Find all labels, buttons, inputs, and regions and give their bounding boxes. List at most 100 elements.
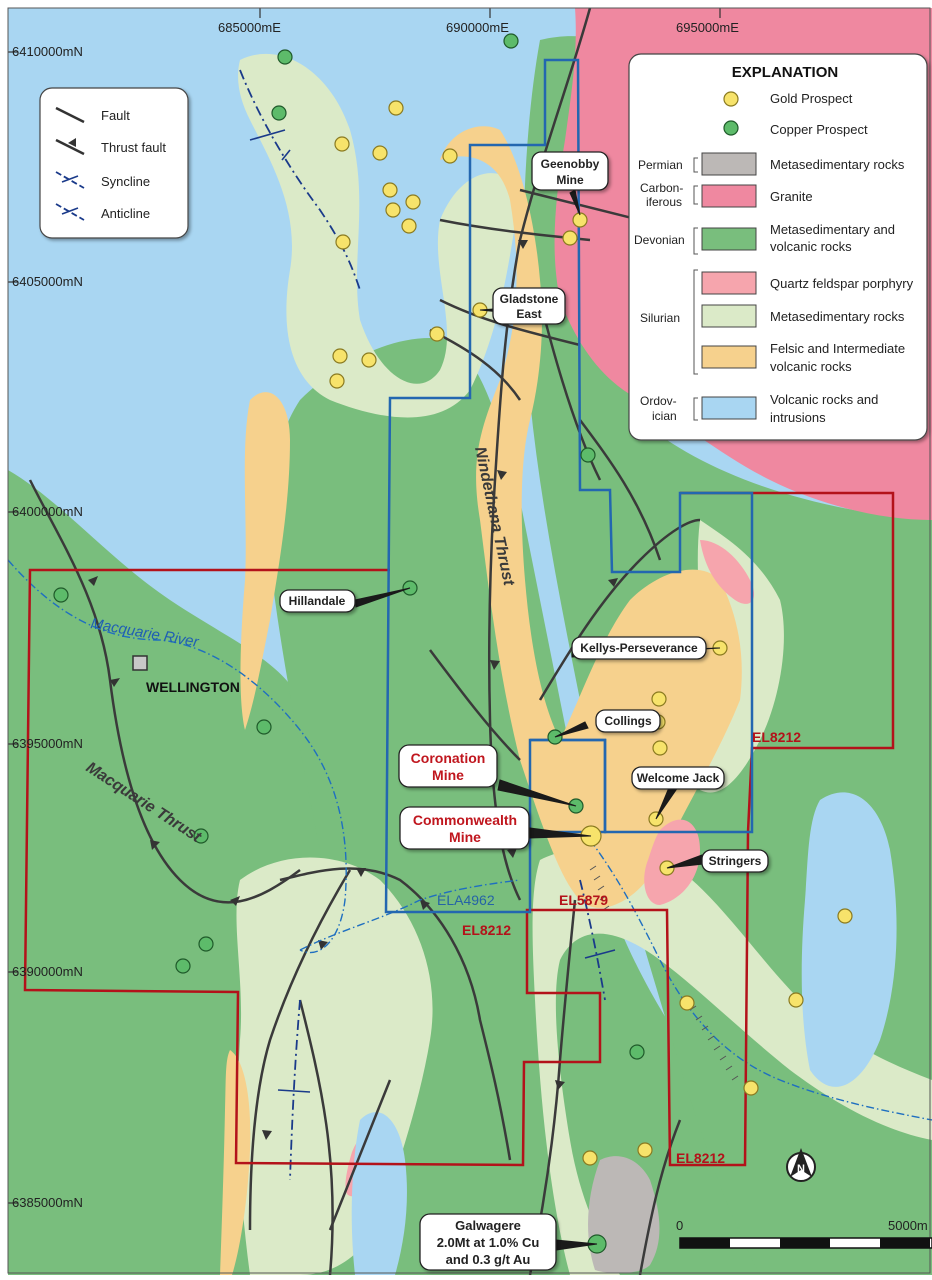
gold-prospect-marker[interactable] xyxy=(562,230,578,246)
callout-hillandale[interactable] xyxy=(279,589,356,613)
town-marker[interactable] xyxy=(132,655,148,671)
gold-prospect-marker[interactable] xyxy=(401,218,417,234)
legend-swatch xyxy=(701,345,757,369)
gold-prospect-marker[interactable] xyxy=(385,202,401,218)
fault-symbol-icon xyxy=(55,106,85,124)
copper-prospect-marker[interactable] xyxy=(503,33,519,49)
gold-prospect-marker[interactable] xyxy=(361,352,377,368)
callout-coronation[interactable] xyxy=(398,744,498,788)
silurian-meta-northwest xyxy=(238,53,520,418)
northing-label: 6400000mN xyxy=(12,504,83,519)
gold-prospect-marker[interactable] xyxy=(335,234,351,250)
northing-label: 6385000mN xyxy=(12,1195,83,1210)
era-brackets xyxy=(693,157,698,421)
gold-prospect-marker[interactable] xyxy=(442,148,458,164)
gold-prospect-marker[interactable] xyxy=(743,1080,759,1096)
gold-prospect-marker[interactable] xyxy=(405,194,421,210)
copper-prospect-marker[interactable] xyxy=(580,447,596,463)
gold-prospect-marker[interactable] xyxy=(637,1142,653,1158)
legend-label: intrusions xyxy=(770,410,826,425)
easting-label: 695000mE xyxy=(676,20,739,35)
callout-label: Mine xyxy=(432,767,464,783)
gold-prospect-marker[interactable] xyxy=(572,212,588,228)
copper-prospect-marker[interactable] xyxy=(629,1044,645,1060)
gold-prospect-marker[interactable] xyxy=(382,182,398,198)
gold-prospect-marker[interactable] xyxy=(372,145,388,161)
ordovician-south-lens xyxy=(351,1112,407,1275)
callout-kellys[interactable] xyxy=(571,636,707,660)
tenement-label: ELA4962 xyxy=(437,892,495,908)
callout-label: East xyxy=(516,307,541,321)
porphyry-body-1 xyxy=(644,819,700,905)
legend-label: Copper Prospect xyxy=(770,122,868,137)
gold-prospect-marker[interactable] xyxy=(788,992,804,1008)
callout-geenobby[interactable] xyxy=(531,151,609,191)
map-frame xyxy=(7,7,931,1274)
legend-swatch xyxy=(701,184,757,208)
ordovician-east-lens xyxy=(801,792,897,1087)
callout-gladstone[interactable] xyxy=(492,287,566,325)
legend-label: volcanic rocks xyxy=(770,239,852,254)
gold-prospect-marker[interactable] xyxy=(329,373,345,389)
copper-prospect-marker[interactable] xyxy=(271,105,287,121)
era-label: Ordov- xyxy=(640,394,677,408)
copper-prospect-marker[interactable] xyxy=(277,49,293,65)
copper-prospect-marker[interactable] xyxy=(256,719,272,735)
callout-label: Kellys-Perseverance xyxy=(580,641,698,655)
legend-label: Anticline xyxy=(101,206,150,221)
tenement-ela4962 xyxy=(384,58,754,914)
gold-prospect-marker[interactable] xyxy=(837,908,853,924)
northing-labels: 6410000mN 6405000mN 6400000mN 6395000mN … xyxy=(12,44,83,1210)
gold-prospects xyxy=(329,100,853,1166)
callout-collings[interactable] xyxy=(595,709,661,733)
legend-swatch xyxy=(701,396,757,420)
easting-labels: 685000mE 690000mE 695000mE xyxy=(218,20,739,35)
callout-label: Stringers xyxy=(709,854,762,868)
gold-prospect-marker[interactable] xyxy=(334,136,350,152)
callout-galwagere[interactable] xyxy=(419,1213,557,1271)
explanation-legend: EXPLANATION Gold Prospect Copper Prospec… xyxy=(628,53,928,441)
anticline-symbol-icon xyxy=(55,203,85,221)
rivers xyxy=(7,559,932,1121)
legend-label: Metasedimentary rocks xyxy=(770,309,905,324)
gold-prospect-marker[interactable] xyxy=(679,995,695,1011)
callout-label: Mine xyxy=(556,173,584,187)
porphyry-body-2 xyxy=(700,540,755,604)
gold-prospect-marker[interactable] xyxy=(582,1150,598,1166)
callout-welcome-jack[interactable] xyxy=(631,766,725,790)
town-label: WELLINGTON xyxy=(146,679,240,695)
gold-prospect-marker[interactable] xyxy=(652,740,668,756)
callout-label: Commonwealth xyxy=(413,812,517,828)
gold-prospect-marker[interactable] xyxy=(388,100,404,116)
gold-prospect-marker[interactable] xyxy=(429,326,445,342)
era-label: iferous xyxy=(646,195,682,209)
legend-swatch xyxy=(701,271,757,295)
copper-prospect-marker[interactable] xyxy=(175,958,191,974)
scale-bar: 0 5000m xyxy=(676,1218,932,1249)
copper-prospect-marker[interactable] xyxy=(198,936,214,952)
gold-prospect-marker[interactable] xyxy=(651,691,667,707)
legend-title: EXPLANATION xyxy=(732,64,838,81)
legend-swatch xyxy=(701,227,757,251)
copper-prospect-icon xyxy=(723,120,739,136)
legend-label: Fault xyxy=(101,108,130,123)
callout-commonwealth[interactable] xyxy=(399,806,530,850)
gold-prospect-icon xyxy=(723,91,739,107)
legend-label: Thrust fault xyxy=(101,140,166,155)
legend-swatch xyxy=(701,304,757,328)
callout-stringers[interactable] xyxy=(701,849,769,873)
tenement-label: EL8212 xyxy=(462,922,511,938)
legend-label: volcanic rocks xyxy=(770,359,852,374)
legend-label: Syncline xyxy=(101,174,150,189)
callout-label: Collings xyxy=(604,714,652,728)
legend-label: Metasedimentary and xyxy=(770,222,895,237)
legend-label: Volcanic rocks and xyxy=(770,392,878,407)
tenement-label: EL8212 xyxy=(752,729,801,745)
copper-prospect-marker[interactable] xyxy=(193,828,209,844)
era-label: Carbon- xyxy=(640,181,683,195)
fold-symbols xyxy=(249,129,616,1093)
gold-prospect-marker[interactable] xyxy=(332,348,348,364)
copper-prospect-marker[interactable] xyxy=(53,587,69,603)
north-arrow-label: N xyxy=(797,1163,805,1175)
